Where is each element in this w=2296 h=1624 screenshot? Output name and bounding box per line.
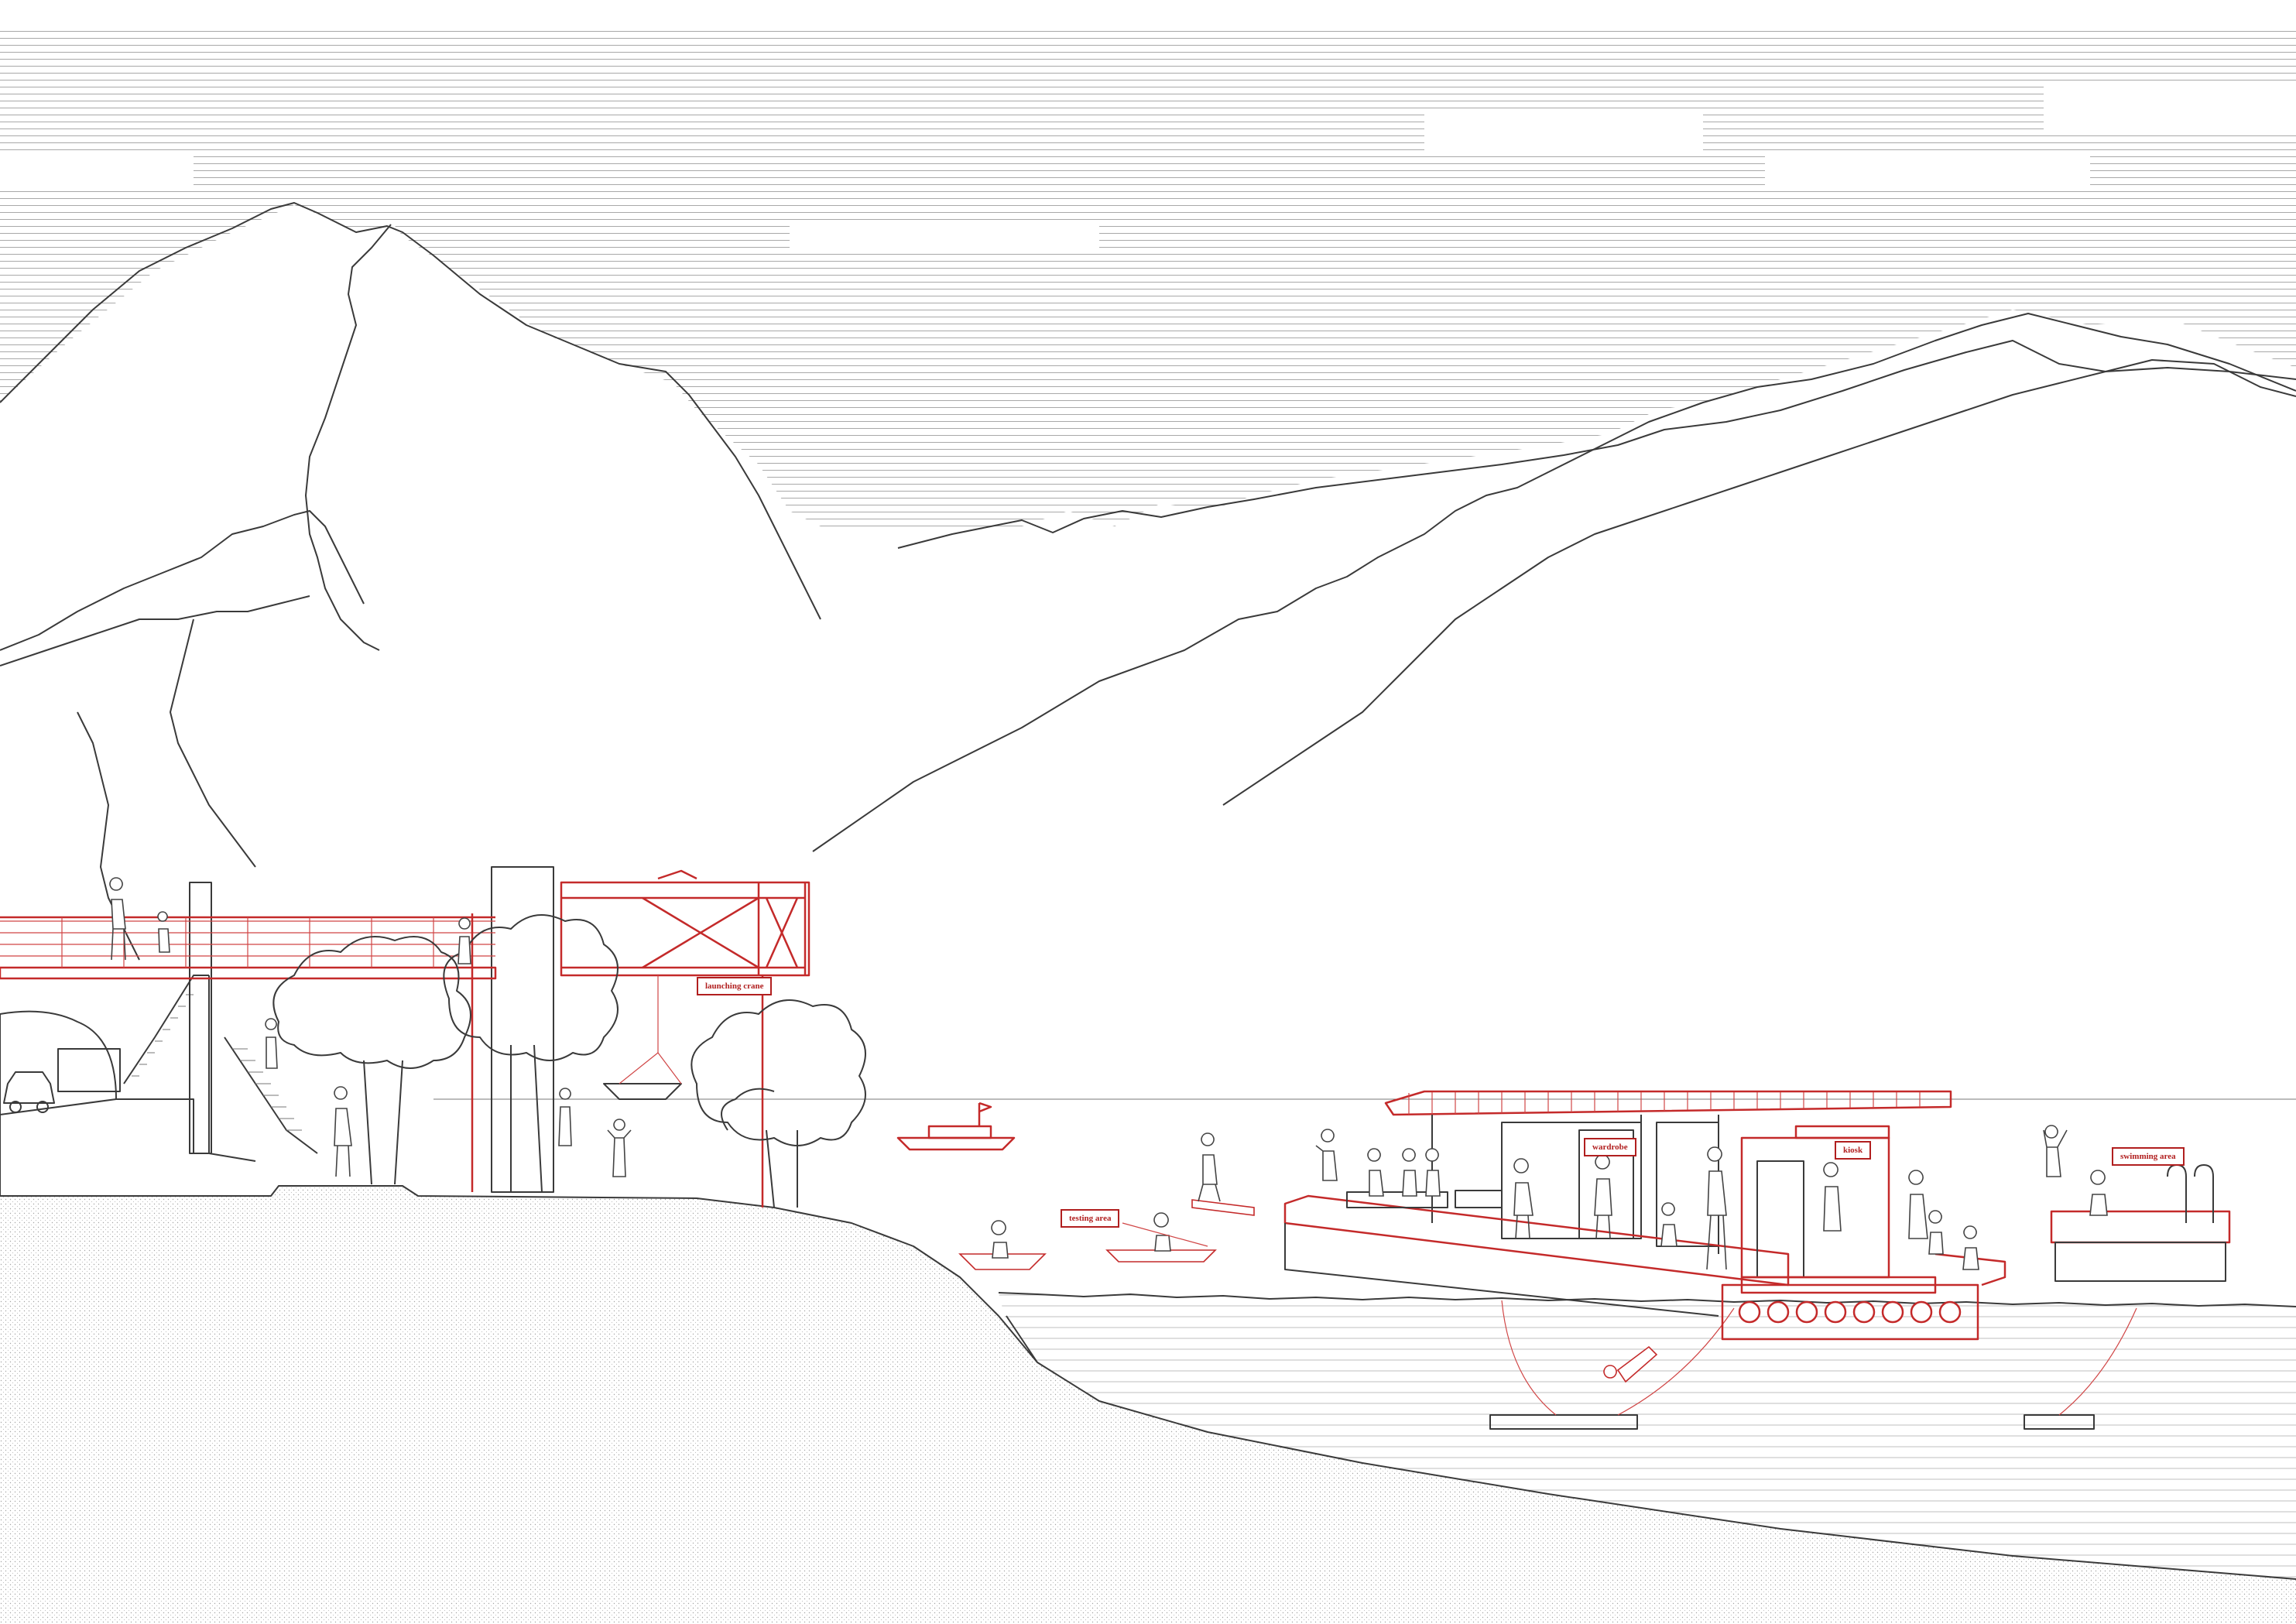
label-launching-crane: launching crane — [697, 977, 773, 995]
swimming-platform — [2043, 1125, 2231, 1282]
label-kiosk: kiosk — [1835, 1141, 1872, 1160]
boats — [896, 1102, 1658, 1383]
label-testing-area: testing area — [1061, 1209, 1120, 1228]
floating-pavilion — [1283, 1090, 2006, 1341]
trees — [272, 914, 866, 1208]
launching-crane-frame — [471, 869, 810, 1208]
people-left — [109, 877, 632, 1177]
label-swimming-area: swimming area — [2112, 1147, 2185, 1166]
road-underpass — [0, 866, 554, 1196]
label-wardrobe: wardrobe — [1584, 1138, 1636, 1156]
bridge-deck — [0, 916, 497, 980]
mountains — [0, 202, 2296, 1100]
ground-bank — [0, 1185, 2296, 1624]
